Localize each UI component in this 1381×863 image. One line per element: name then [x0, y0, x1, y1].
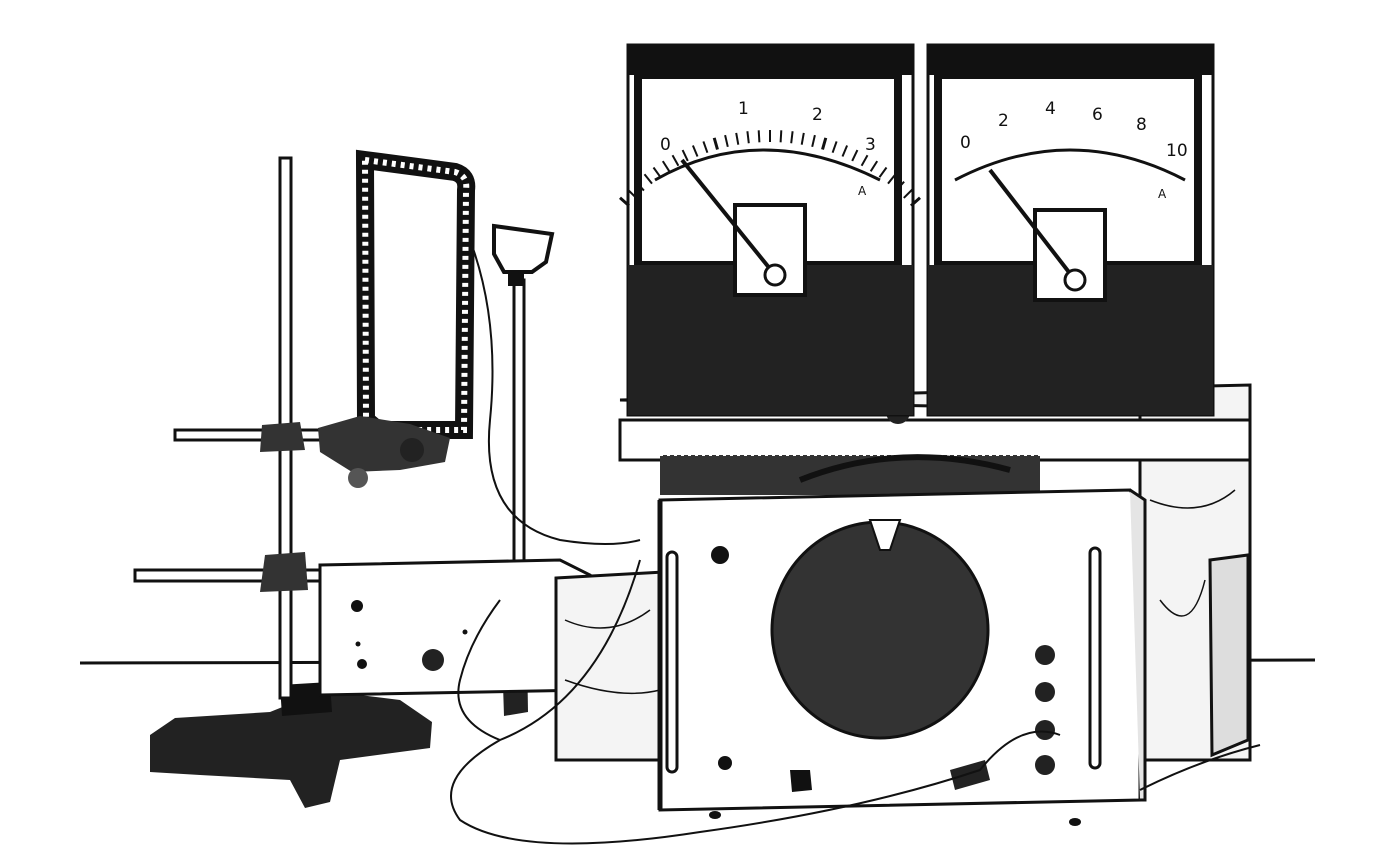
retort-stand	[133, 156, 555, 808]
meter-1-tick-mark	[841, 145, 849, 157]
meter-2-unit: A	[1158, 187, 1167, 201]
generator-box-icon	[657, 488, 1147, 826]
rheostat-coil	[618, 400, 1252, 495]
meter-1-tick-mark	[671, 154, 680, 167]
meter-1-tick-mark	[652, 166, 662, 178]
meter-2-tick-label: 4	[1045, 99, 1056, 119]
meter-1-tick-label: 1	[738, 99, 749, 119]
meter-1-needle	[680, 158, 777, 277]
meter-1-tick-mark	[869, 160, 879, 172]
meter-1-tick-mark	[800, 132, 805, 145]
meter-1-tick-mark	[712, 137, 719, 150]
meter-1-tick-mark	[851, 149, 859, 162]
meter-1-tick-mark	[910, 196, 921, 207]
meter-1-tick-mark	[691, 145, 699, 157]
stand-base	[150, 692, 432, 808]
meter-1-tick-mark	[626, 188, 637, 199]
meter-1-tick-mark	[821, 137, 828, 150]
small-generator-box	[318, 558, 592, 697]
meter-1-tick-mark	[811, 134, 816, 148]
meter-1-tick-label: 2	[812, 105, 823, 125]
meter-1-tick-mark	[724, 134, 729, 148]
meter-1-tick-mark	[860, 154, 869, 167]
meter-1-tick-mark	[878, 166, 888, 178]
meter-2-needle	[988, 168, 1077, 282]
meter-1-unit: A	[858, 184, 867, 198]
meter-1-tick-mark	[790, 131, 794, 144]
meter-2-tick-label: 6	[1092, 105, 1103, 125]
meter-1-tick-mark	[643, 173, 653, 185]
meter-2-tick-label: 8	[1136, 115, 1147, 135]
meter-2-tick-label: 2	[998, 111, 1009, 131]
meter-1-tick-mark	[619, 196, 630, 207]
meter-1-tick-mark	[779, 130, 783, 143]
meter-2-tick-label: 0	[960, 133, 971, 153]
meter-1-tick-mark	[746, 131, 750, 144]
ammeter-1: 0 1 2 3 A	[619, 43, 921, 417]
meter-1-tick-mark	[831, 141, 838, 154]
meter-1-tick-mark	[887, 173, 897, 185]
meter-1-tick-mark	[757, 130, 761, 143]
wire-loop-icon	[318, 149, 476, 488]
meter-1-tick-mark	[735, 132, 740, 145]
meter-2-tick-label: 10	[1166, 141, 1188, 161]
connecting-wires	[450, 239, 1261, 845]
meter-1-tick-mark	[702, 141, 709, 154]
meter-1-tick-mark	[681, 149, 689, 162]
speaker-grille-icon	[772, 522, 988, 738]
ammeter-2: 0 2 4 6 8 10 A	[926, 43, 1215, 417]
meter-1-tick-label: 0	[660, 135, 671, 155]
meter-1-tick-mark	[661, 160, 671, 172]
meter-1-tick-mark	[635, 181, 645, 192]
meter-1-tick-mark	[895, 181, 905, 192]
meter-1-tick-label: 3	[865, 135, 876, 155]
meter-1-tick-mark	[903, 188, 914, 199]
